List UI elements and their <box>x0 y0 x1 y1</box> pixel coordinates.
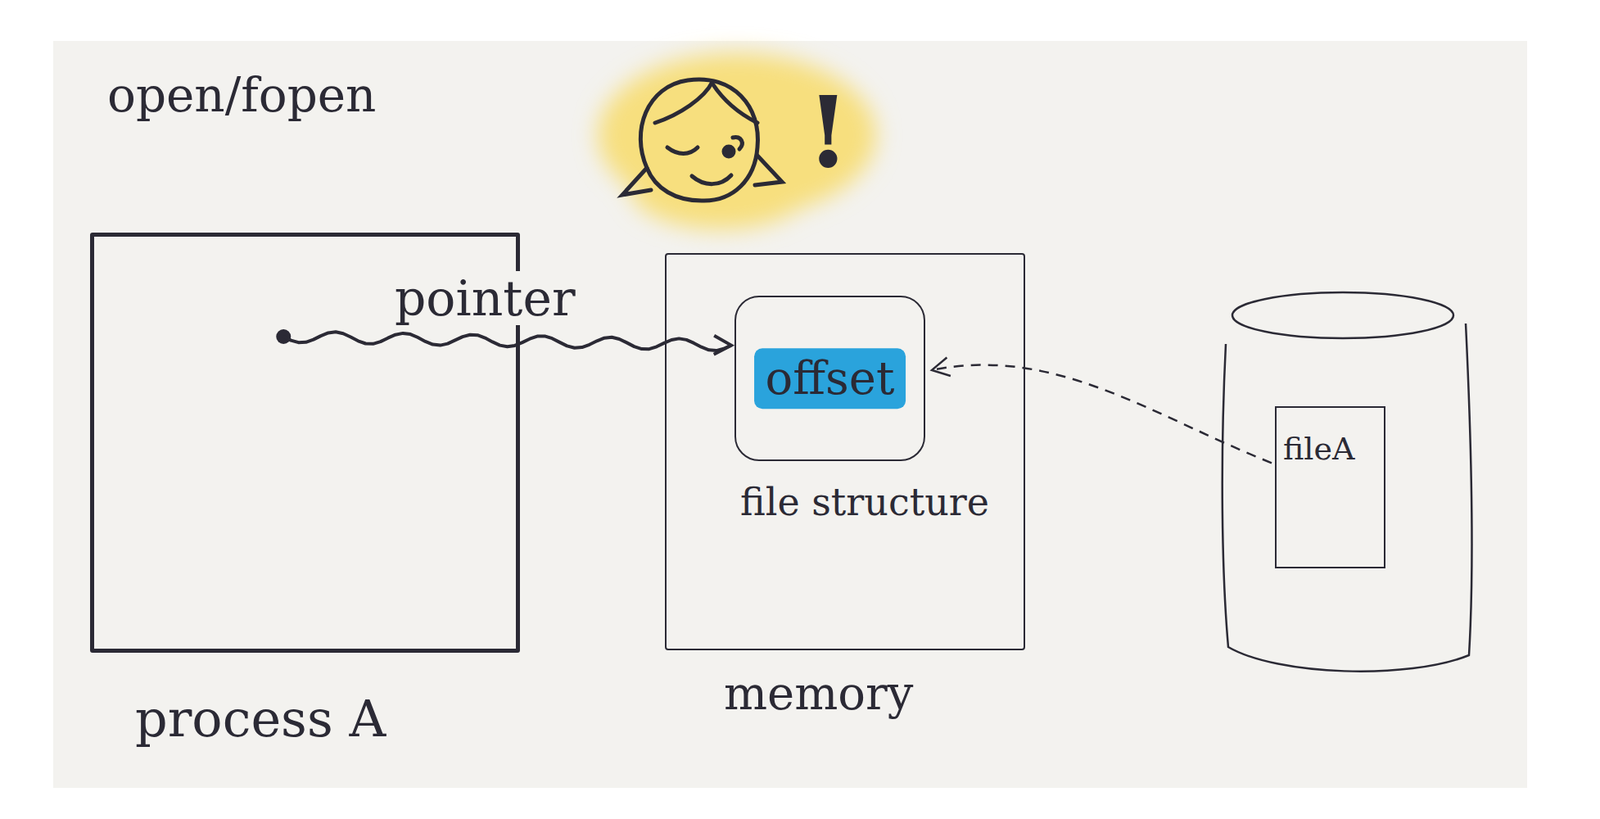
memory-label: memory <box>723 668 913 719</box>
file-structure-label: file structure <box>740 481 990 524</box>
face-icon <box>622 79 782 201</box>
connector <box>931 357 1272 463</box>
offset-field: offset <box>754 348 907 409</box>
edge-label: pointer <box>389 271 581 326</box>
file-box: fileA <box>1274 406 1386 569</box>
process-label: process A <box>135 691 386 747</box>
canvas-ground <box>53 40 1528 788</box>
file-structure-box: offsetfile structure <box>734 295 926 462</box>
exclamation-mark: ! <box>806 77 850 186</box>
memory-box: memoryoffsetfile structure <box>664 253 1026 651</box>
connector <box>275 329 732 355</box>
disk-cylinder <box>1222 292 1473 672</box>
title-note: open/fopen <box>107 69 376 123</box>
file-label: fileA <box>1283 432 1355 467</box>
highlight-glow <box>597 53 877 230</box>
